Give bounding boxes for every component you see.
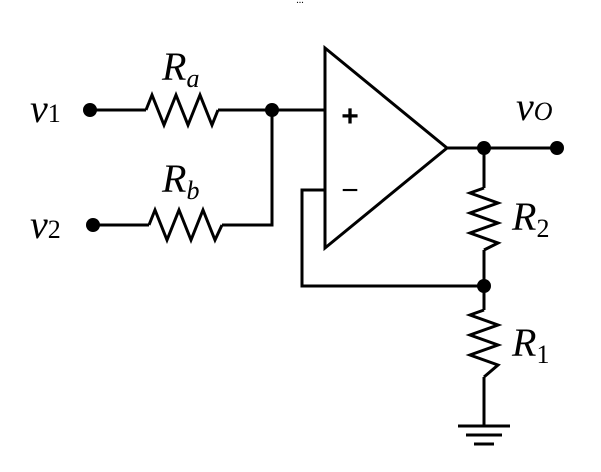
header-fragment: ... <box>296 0 304 6</box>
opamp-triangle <box>323 44 450 252</box>
wire-feedback <box>300 188 484 288</box>
terminal-vo <box>550 141 564 155</box>
label-v1: v1 <box>30 86 61 131</box>
label-r2: R2 <box>511 194 549 243</box>
terminal-v2 <box>86 218 100 232</box>
label-vo: vO <box>516 84 553 129</box>
label-ra: Ra <box>161 44 199 93</box>
opamp-minus-sign: − <box>341 174 359 207</box>
resistor-rb <box>147 205 224 245</box>
label-rb: Rb <box>161 156 199 205</box>
wire-rb-to-node <box>222 110 274 227</box>
junction-input <box>265 103 279 117</box>
resistor-r2 <box>465 186 503 252</box>
resistor-r1 <box>465 308 503 379</box>
terminal-v1 <box>83 103 97 117</box>
resistor-ra <box>144 90 220 130</box>
label-v2: v2 <box>30 202 61 247</box>
opamp-plus-sign: + <box>341 100 359 133</box>
junction-feedback <box>477 279 491 293</box>
junction-output <box>477 141 491 155</box>
label-r1: R1 <box>511 320 549 369</box>
ground-icon <box>458 424 510 446</box>
